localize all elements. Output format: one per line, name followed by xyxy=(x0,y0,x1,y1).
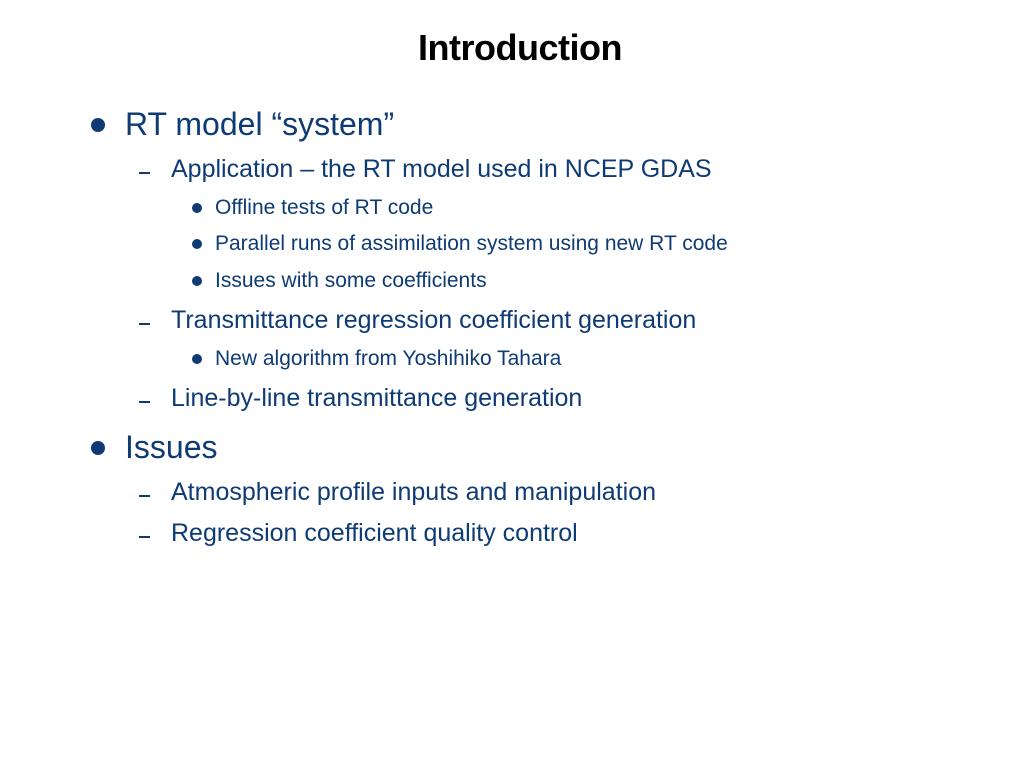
bullet-level1-issues: Issues xyxy=(125,429,218,465)
bullet-level3-new-algorithm: New algorithm from Yoshihiko Tahara xyxy=(215,347,562,370)
dash-icon xyxy=(139,536,150,538)
bullet-level2-transmittance-regression: Transmittance regression coefficient gen… xyxy=(171,306,697,334)
bullet-level2-regression-qc: Regression coefficient quality control xyxy=(171,519,578,547)
bullet-level3-issues-coefficients: Issues with some coefficients xyxy=(215,269,487,292)
bullet-level1-rt-model: RT model “system” xyxy=(125,106,395,142)
bullet-level3-offline-tests: Offline tests of RT code xyxy=(215,196,434,219)
dash-icon xyxy=(139,323,150,325)
bullet-level2-atmospheric-profile: Atmospheric profile inputs and manipulat… xyxy=(171,478,656,506)
bullet-dot-icon xyxy=(192,276,202,286)
bullet-level2-line-by-line: Line-by-line transmittance generation xyxy=(171,384,583,412)
bullet-dot-icon xyxy=(192,354,202,364)
bullet-dot-icon xyxy=(192,203,202,213)
bullet-level3-parallel-runs: Parallel runs of assimilation system usi… xyxy=(215,232,728,255)
dash-icon xyxy=(139,172,150,174)
bullet-dot-icon xyxy=(192,239,202,249)
dash-icon xyxy=(139,495,150,497)
bullet-dot-icon xyxy=(91,441,105,455)
bullet-level2-application: Application – the RT model used in NCEP … xyxy=(171,155,712,183)
bullet-dot-icon xyxy=(91,118,105,132)
slide-title: Introduction xyxy=(418,27,622,68)
dash-icon xyxy=(139,401,150,403)
